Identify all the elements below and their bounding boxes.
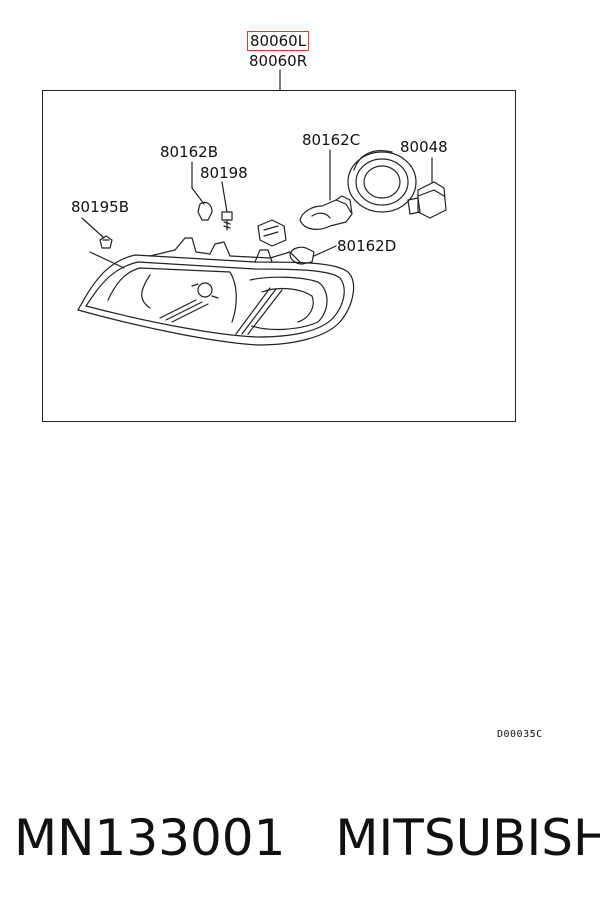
brand-name: MITSUBISHI: [335, 809, 600, 867]
bulb-80162d: [289, 245, 337, 265]
screw-80198: [221, 181, 233, 231]
leveling-motor-80048: [407, 157, 447, 219]
part-number: MN133001: [14, 809, 286, 867]
footer-caption: MN133001 MITSUBISHI: [14, 808, 600, 868]
callout-80162b[interactable]: 80162B: [160, 143, 219, 161]
headlamp-housing: [77, 237, 355, 346]
callout-80195b[interactable]: 80195B: [71, 198, 130, 216]
callout-80162c[interactable]: 80162C: [302, 131, 361, 149]
highlighted-part-label[interactable]: 80060L: [247, 31, 310, 51]
halogen-bulb-80162c: [299, 149, 353, 230]
callout-80162d[interactable]: 80162D: [337, 237, 397, 255]
diagram-code: D00035C: [497, 729, 543, 740]
bulb-socket: [257, 219, 287, 247]
part-label-right: 80060R: [249, 52, 308, 70]
diagram-frame: [42, 90, 516, 422]
callout-80048[interactable]: 80048: [400, 138, 448, 156]
clip-80162b: [191, 161, 213, 221]
dust-cap-ring: [347, 149, 417, 213]
clip-80195b: [81, 217, 125, 269]
callout-80198[interactable]: 80198: [200, 164, 248, 182]
